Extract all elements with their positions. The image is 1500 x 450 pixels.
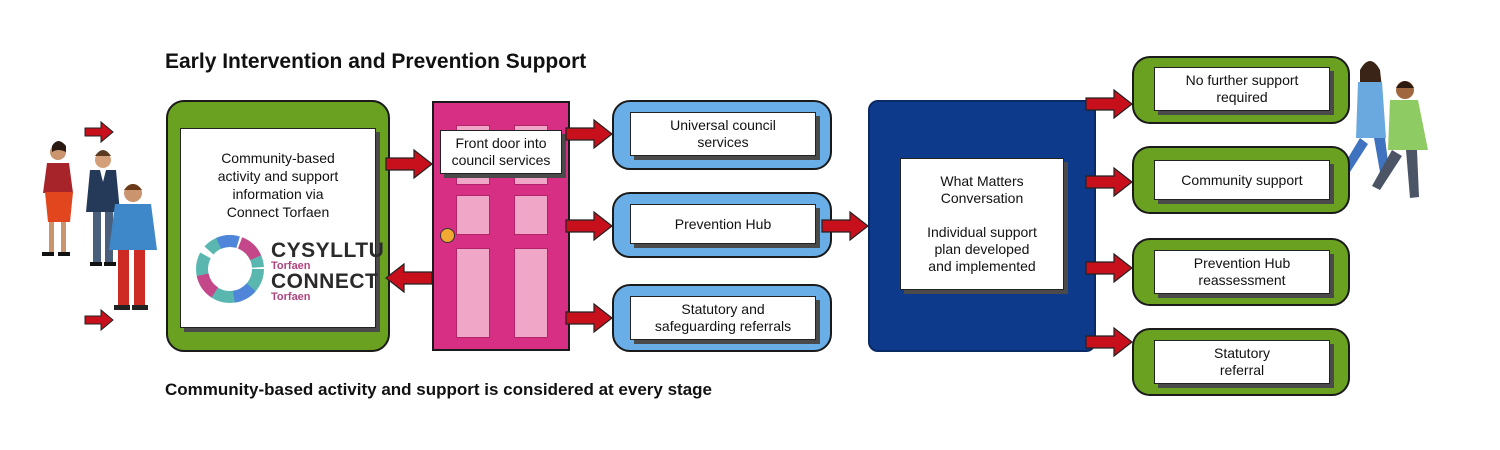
logo-connect: CONNECT <box>271 270 379 293</box>
what-matters-line-1: What Matters <box>940 173 1024 189</box>
service-2-line-1: Prevention Hub <box>674 215 772 232</box>
outcome-community-support-box: Community support <box>1132 146 1350 214</box>
arrow-left-icon <box>385 262 433 294</box>
community-text-line-4: Connect Torfaen <box>226 204 330 220</box>
service-3-line-1: Statutory and <box>681 301 765 317</box>
logo-torfaen-2: Torfaen <box>271 291 311 303</box>
arrow-right-icon <box>821 211 869 241</box>
outcome-paper: Community support <box>1154 160 1330 200</box>
arrow-right-icon <box>84 308 114 332</box>
outcome-2-line-1: Community support <box>1181 171 1303 188</box>
man-walking-figure-icon <box>1372 81 1428 198</box>
door-panel <box>456 248 490 338</box>
community-text-line-2: activity and support <box>217 168 339 184</box>
outcome-1-line-2: required <box>1216 89 1268 105</box>
outcome-no-further-support-box: No further support required <box>1132 56 1350 124</box>
door-knob-icon <box>440 228 455 243</box>
community-based-paper: Community-based activity and support inf… <box>180 128 384 328</box>
arrow-right-icon <box>1085 89 1133 119</box>
outcome-paper: Prevention Hub reassessment <box>1154 250 1330 294</box>
man-suit-figure-icon <box>86 150 120 266</box>
door-panel <box>456 195 490 235</box>
outcome-prevention-hub-reassessment-box: Prevention Hub reassessment <box>1132 238 1350 306</box>
arrow-right-icon <box>385 149 433 179</box>
outcome-3-line-1: Prevention Hub <box>1193 255 1291 271</box>
woman-figure-icon <box>42 141 73 256</box>
community-text-line-1: Community-based <box>221 150 335 166</box>
logo-torfaen-1: Torfaen <box>271 260 311 272</box>
community-based-box: Community-based activity and support inf… <box>166 100 390 352</box>
outcome-4-line-2: referral <box>1219 362 1265 378</box>
arrow-right-icon <box>1085 327 1133 357</box>
what-matters-line-2: Conversation <box>940 190 1024 206</box>
what-matters-line-3: Individual support <box>927 224 1037 240</box>
what-matters-paper: What Matters Conversation Individual sup… <box>900 158 1064 290</box>
community-text-line-3: information via <box>232 186 324 202</box>
outcome-paper: Statutory referral <box>1154 340 1330 384</box>
what-matters-line-4: plan developed <box>934 241 1030 257</box>
arrow-right-icon <box>565 119 613 149</box>
outcome-1-line-1: No further support <box>1185 72 1299 88</box>
footer-statement: Community-based activity and support is … <box>165 380 712 399</box>
outcome-3-line-2: reassessment <box>1198 272 1286 288</box>
statutory-safeguarding-box: Statutory and safeguarding referrals <box>612 284 832 352</box>
universal-council-services-box: Universal council services <box>612 100 832 170</box>
service-1-line-1: Universal council <box>670 117 776 133</box>
outcome-paper: No further support required <box>1154 67 1330 111</box>
service-paper: Prevention Hub <box>630 204 816 244</box>
diagram-title: Early Intervention and Prevention Suppor… <box>165 50 587 73</box>
prevention-hub-box: Prevention Hub <box>612 192 832 258</box>
outcome-4-line-1: Statutory <box>1213 345 1271 361</box>
front-door-label: Front door into council services <box>440 130 562 174</box>
front-door-line-1: Front door into <box>455 135 547 151</box>
arrow-right-icon <box>1085 253 1133 283</box>
arrow-right-icon <box>565 211 613 241</box>
what-matters-line-5: and implemented <box>928 258 1036 274</box>
door-panel <box>514 248 548 338</box>
arrow-right-icon <box>565 303 613 333</box>
service-paper: Universal council services <box>630 112 816 156</box>
outcome-statutory-referral-box: Statutory referral <box>1132 328 1350 396</box>
front-door-line-2: council services <box>451 152 551 168</box>
door-panel <box>514 195 548 235</box>
service-paper: Statutory and safeguarding referrals <box>630 296 816 340</box>
arrow-right-icon <box>84 120 114 144</box>
service-3-line-2: safeguarding referrals <box>654 318 792 334</box>
logo-cysylltu: CYSYLLTU <box>271 239 385 262</box>
service-1-line-2: services <box>697 134 749 150</box>
what-matters-box: What Matters Conversation Individual sup… <box>868 100 1096 352</box>
connect-torfaen-logo: CYSYLLTU Torfaen CONNECT Torfaen <box>195 233 384 309</box>
arrow-right-icon <box>1085 167 1133 197</box>
ring-logo-icon <box>196 235 264 303</box>
man-blue-shirt-figure-icon <box>109 184 157 310</box>
